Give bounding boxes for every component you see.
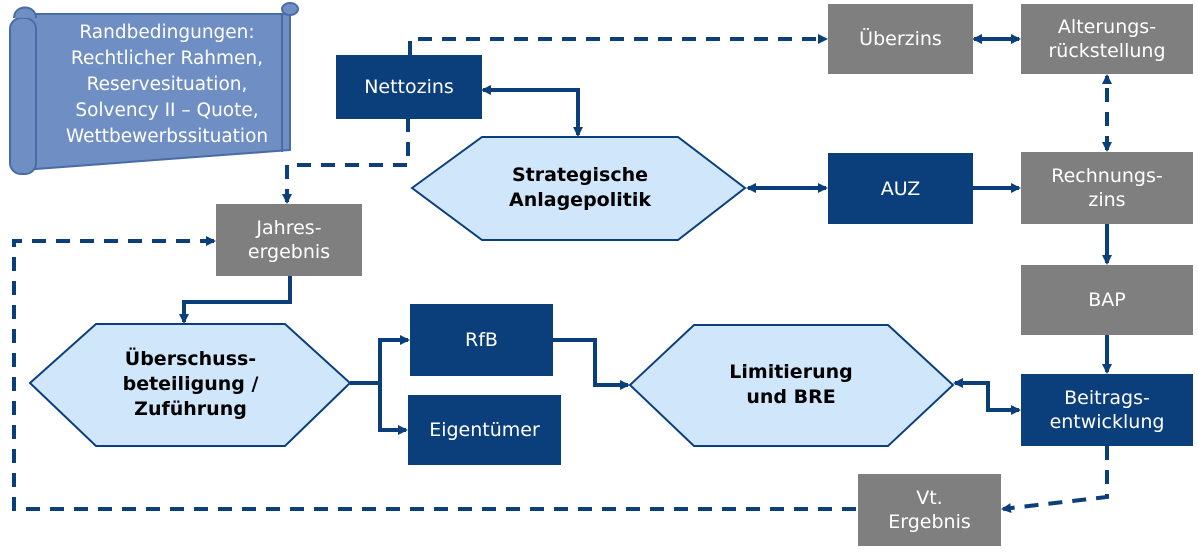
- scroll-shape: [9, 2, 299, 175]
- arrow-nettozins-jahresergebnis: [282, 118, 410, 204]
- node-eigentuemer: Eigentümer: [408, 395, 561, 465]
- label-limitierung-bre: Limitierung und BRE: [729, 361, 853, 408]
- node-rfb: RfB: [410, 304, 553, 376]
- node-alterungsrueckstellung: Alterungs- rückstellung: [1021, 4, 1193, 74]
- label-ueberschussbeteiligung: Überschuss- beteiligung / Zuführung: [122, 347, 259, 420]
- node-bap: BAP: [1021, 265, 1193, 335]
- node-jahresergebnis: Jahres- ergebnis: [216, 204, 362, 276]
- node-beitragsentwicklung: Beitrags- entwicklung: [1021, 374, 1193, 446]
- arrow-nettozins-ueberzins: [408, 34, 828, 55]
- arrow-rfb-limitierung: [553, 338, 630, 390]
- label-strategische-anlagepolitik: Strategische Anlagepolitik: [509, 164, 651, 211]
- node-nettozins: Nettozins: [336, 55, 482, 119]
- arrow-limitierung-beitrag: [953, 378, 1021, 415]
- scroll-randbedingungen: Randbedingungen: Rechtlicher Rahmen, Res…: [65, 22, 269, 147]
- arrow-split-rfb: [378, 335, 410, 383]
- hexagon-strategische-anlagepolitik: [410, 136, 747, 241]
- arrow-vtergebnis-jahresergebnis: [12, 236, 856, 511]
- node-vt-ergebnis: Vt. Ergebnis: [858, 474, 1001, 546]
- node-ueberzins: Überzins: [828, 4, 973, 74]
- arrow-beitrag-vtergebnis: [1001, 446, 1109, 514]
- arrow-jahresergebnis-ueberschuss: [179, 276, 292, 324]
- arrow-split-eigentuemer: [378, 383, 408, 435]
- arrow-nettozins-strategische: [481, 85, 583, 137]
- node-rechnungszins: Rechnungs- zins: [1021, 152, 1193, 224]
- node-auz: AUZ: [828, 153, 973, 224]
